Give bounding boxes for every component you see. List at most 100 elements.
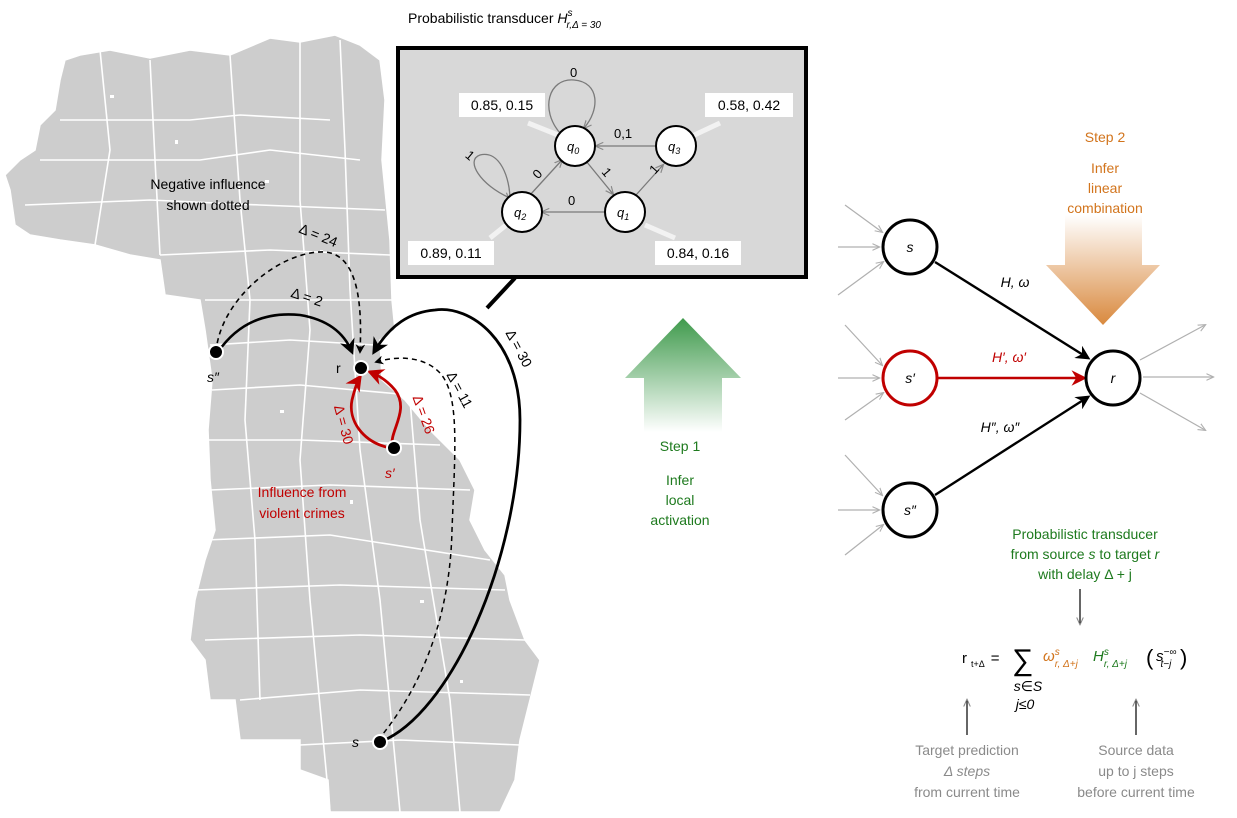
- step1-line1: Infer: [666, 472, 694, 488]
- step1-line3: activation: [650, 512, 709, 528]
- map-nodes: [208, 344, 402, 750]
- label-q1-q2: 0: [568, 193, 575, 208]
- source-note-line3: before current time: [1077, 784, 1195, 800]
- net-label-r: r: [1111, 370, 1117, 386]
- state-q3: [655, 125, 697, 167]
- map-node-r: [353, 360, 369, 376]
- prob-boxes: 0.85, 0.15 0.58, 0.42 0.89, 0.11 0.84, 0…: [408, 93, 793, 265]
- net-node-s: [881, 218, 939, 276]
- formula-sum-sub2: j≤0: [1014, 696, 1035, 712]
- step1-arrow: [625, 318, 741, 432]
- svg-text:Hsr, Δ+j: Hsr, Δ+j: [1093, 647, 1128, 670]
- formula-omega-sub: r, Δ+j: [1055, 659, 1079, 670]
- edge-q2-self: [473, 153, 510, 200]
- svg-text:rt+Δ=: rt+Δ=: [962, 650, 1000, 669]
- svg-text:from source s to target r: from source s to target r: [1011, 546, 1161, 562]
- net-node-s2: [881, 481, 939, 539]
- arrow-s1-r-red-inner: [345, 374, 391, 450]
- edge-label-mid: H′, ω′: [992, 349, 1027, 365]
- step1-block: Step 1 Infer local activation: [625, 318, 741, 528]
- net-label-s: s: [907, 239, 914, 255]
- edge-q2-q0: [529, 160, 562, 196]
- svg-text:q1: q1: [617, 205, 629, 222]
- caption-line2-r: r: [1155, 546, 1161, 562]
- map-label-s2: s″: [207, 369, 220, 385]
- violent-note-line2: violent crimes: [259, 505, 345, 521]
- svg-text:q2: q2: [514, 205, 526, 222]
- violent-note-line1: Influence from: [258, 484, 347, 500]
- map-node-s1: [386, 440, 402, 456]
- state-q0: [554, 125, 596, 167]
- step2-line3: combination: [1067, 200, 1143, 216]
- svg-text:q0: q0: [567, 139, 579, 156]
- formula-arg-sup: −∞: [1164, 647, 1177, 658]
- map-node-s: [372, 734, 388, 750]
- prob-q1: 0.84, 0.16: [667, 245, 729, 261]
- map-arrows: [215, 251, 522, 744]
- prob-q3: 0.58, 0.42: [718, 97, 780, 113]
- state-q2: [501, 191, 543, 233]
- formula-arg: s: [1156, 648, 1164, 665]
- formula-arg-sub: t−j: [1160, 659, 1172, 670]
- net-node-r: [1084, 349, 1142, 407]
- formula-sum: ∑: [1012, 644, 1033, 677]
- formula-omega: ω: [1043, 648, 1055, 665]
- formula-paren-close: ): [1180, 645, 1187, 670]
- net-node-s1: [881, 349, 939, 407]
- caption-line2-prefix: from source: [1011, 546, 1089, 562]
- arrow-s-r-dashed: [374, 355, 456, 741]
- caption-line2-mid: to target: [1095, 546, 1154, 562]
- arrow-s-r-solid: [372, 308, 522, 744]
- state-q1: [604, 191, 646, 233]
- label-q3-q0: 0,1: [614, 126, 632, 141]
- title-H: H: [557, 10, 568, 26]
- source-note-line1: Source data: [1098, 742, 1174, 758]
- step2-block: Step 2 Infer linear combination: [1046, 129, 1160, 325]
- caption-line3: with delay Δ + j: [1037, 566, 1132, 582]
- formula-equals: =: [991, 650, 1000, 667]
- step2-title: Step 2: [1085, 129, 1126, 145]
- formula-H: H: [1093, 648, 1104, 665]
- title-sub: r,Δ = 30: [567, 20, 602, 31]
- formula-lhs-sub: t+Δ: [971, 659, 985, 669]
- arrow-s2-r-solid: [216, 313, 355, 355]
- svg-text:Probabilistic transducer Hsr,Δ: Probabilistic transducer Hsr,Δ = 30: [408, 8, 601, 31]
- title-prefix: Probabilistic transducer: [408, 10, 557, 26]
- target-note-line1: Target prediction: [915, 742, 1019, 758]
- map-label-s1: s′: [385, 465, 396, 481]
- step2-line2: linear: [1088, 180, 1123, 196]
- step2-arrow: [1046, 215, 1160, 325]
- step2-line1: Infer: [1091, 160, 1119, 176]
- notes: Target prediction Δ steps from current t…: [914, 700, 1195, 800]
- transducer-inset: q0 q3 q2 q1 0 1 0,1 0 1 0 1 0.85, 0.15 0…: [396, 46, 808, 279]
- edge-s-r: [934, 260, 1091, 360]
- caption-line2-s: s: [1088, 546, 1095, 562]
- source-note-line2: up to j steps: [1098, 763, 1174, 779]
- fsm-edges: [473, 79, 663, 212]
- negative-note-line2: shown dotted: [166, 197, 249, 213]
- transducer-caption: Probabilistic transducer from source s t…: [1011, 526, 1161, 582]
- caption-line1: Probabilistic transducer: [1012, 526, 1158, 542]
- net-label-s2: s″: [904, 502, 917, 518]
- inset-connector: [485, 276, 517, 310]
- arrow-s2-r-dashed: [215, 251, 366, 354]
- net-label-s1: s′: [905, 370, 916, 386]
- network: s s′ s″ r H, ω H′, ω′ H″, ω″: [837, 204, 1213, 556]
- target-note-line3: from current time: [914, 784, 1020, 800]
- step1-title: Step 1: [660, 438, 701, 454]
- edge-s2-r: [934, 395, 1091, 497]
- formula-H-sup: s: [1104, 647, 1109, 658]
- target-note-line2: Δ steps: [943, 763, 990, 779]
- prob-q0: 0.85, 0.15: [471, 97, 533, 113]
- svg-text:ωsr, Δ+j: ωsr, Δ+j: [1043, 647, 1079, 670]
- formula-paren-open: (: [1146, 645, 1154, 670]
- formula-omega-sup: s: [1055, 647, 1060, 658]
- delta-11-label: Δ = 11: [444, 369, 477, 411]
- label-q0-self: 0: [570, 65, 577, 80]
- edge-label-bot: H″, ω″: [981, 419, 1021, 435]
- prob-q2: 0.89, 0.11: [420, 245, 481, 261]
- svg-text:q3: q3: [668, 139, 680, 156]
